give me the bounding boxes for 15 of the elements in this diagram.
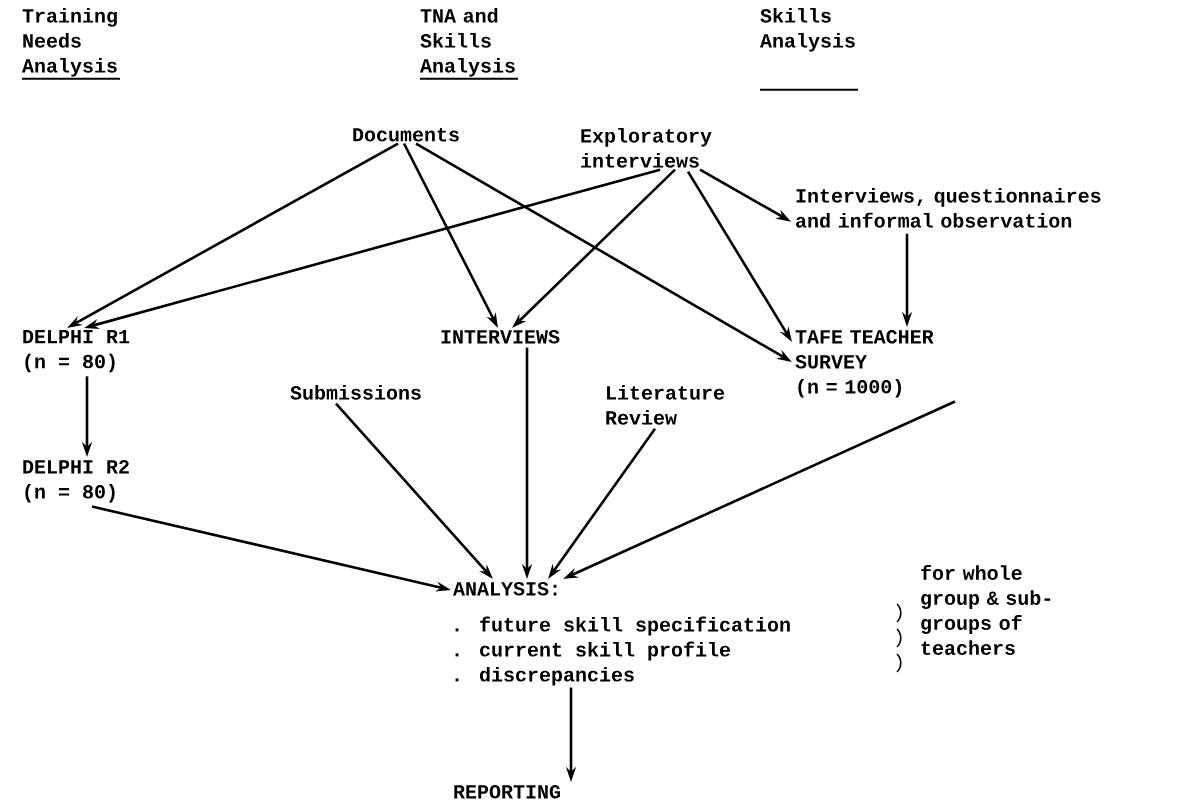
step-label: Interviews, questionnaires and informal observation [796, 188, 1101, 228]
column-heading: TNA and Skills Analysis [420, 8, 515, 77]
step-label: Literature Review [606, 385, 725, 425]
step-label: Exploratory interviews [581, 128, 712, 168]
analysis-list: ANALYSIS: . future skill specification . current skill profile . discrepancies [453, 582, 790, 686]
column-heading: Skills Analysis [760, 8, 855, 52]
step-label: INTERVIEWS [441, 330, 560, 344]
step-label: DELPHI R2 (n = 80) [23, 460, 129, 503]
step-label: Documents [353, 128, 459, 142]
column-heading: Training Needs Analysis [22, 8, 117, 77]
step-label: DELPHI R1 (n = 80) [23, 330, 130, 373]
note-text: for whole group & sub-groups of teachers [921, 565, 1051, 655]
step-label: TAFE TEACHER SURVEY (n = 1000) [795, 330, 934, 398]
step-label: REPORTING [454, 785, 560, 799]
step-label: Submissions [290, 385, 421, 400]
